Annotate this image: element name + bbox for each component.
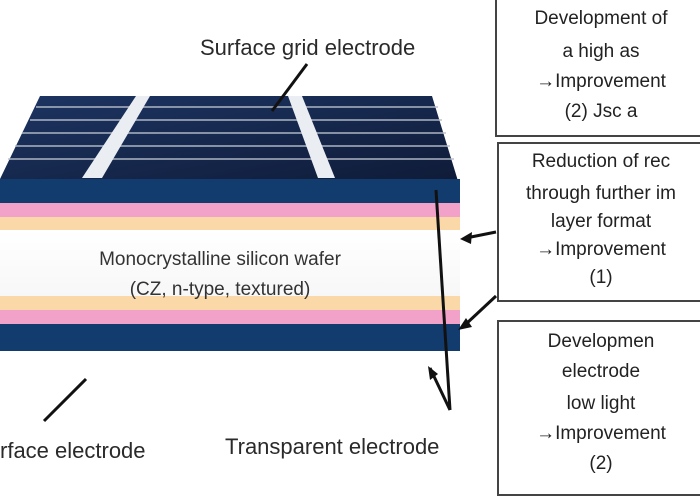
layer-top-pink (0, 203, 460, 217)
wafer-label-line2: (CZ, n-type, textured) (129, 279, 311, 300)
silicon-wafer-layer (0, 230, 460, 296)
note-middle-line-2: through further im (526, 183, 676, 204)
note-bottom-line-3: low light (566, 393, 636, 414)
cell-top-surface (0, 96, 458, 181)
note-bottom-line-1: Developmen (547, 331, 655, 352)
pointer-back-electrode (42, 377, 88, 423)
note-middle-line-3: layer format (550, 211, 652, 232)
note-top-line-3: →Improvement (536, 71, 666, 92)
note-box-bottom: Developmen electrode low light →Improvem… (497, 320, 700, 496)
layer-bottom-pink (0, 310, 460, 324)
note-box-middle: Reduction of rec through further im laye… (497, 142, 700, 302)
surface-grid-electrode-label: Surface grid electrode (200, 35, 416, 60)
layer-bottom-navy (0, 324, 460, 351)
note-middle-line-5: (1) (589, 267, 613, 288)
note-top-line-2: a high as (562, 41, 640, 62)
note-top-line-4: (2) Jsc a (564, 101, 638, 122)
back-electrode-label: rface electrode (0, 438, 146, 463)
bus-bar-left (82, 96, 150, 178)
note-bottom-line-2: electrode (561, 361, 641, 382)
note-middle-line-4: →Improvement (536, 239, 666, 260)
grid-fingers (8, 106, 454, 160)
layer-top-navy (0, 179, 460, 203)
pointer-middle-note-bottom (464, 294, 498, 326)
note-box-top: Development of a high as →Improvement (2… (495, 0, 700, 137)
transparent-electrode-label: Transparent electrode (225, 434, 440, 459)
arrowhead-transparent (428, 366, 438, 380)
layer-top-peach (0, 217, 460, 230)
arrowhead-middle-top (460, 232, 472, 244)
note-bottom-line-4: →Improvement (536, 423, 666, 444)
pointer-surface-grid (270, 63, 309, 112)
wafer-label-line1: Monocrystalline silicon wafer (99, 249, 341, 270)
note-bottom-line-5: (2) (589, 453, 613, 474)
layer-bottom-peach (0, 296, 460, 310)
pointer-transparent-1 (434, 189, 452, 411)
arrowhead-middle-bottom (458, 318, 472, 330)
bus-bar-right (288, 96, 335, 178)
note-top-line-1: Development of (534, 8, 668, 29)
note-middle-line-1: Reduction of rec (531, 151, 671, 172)
